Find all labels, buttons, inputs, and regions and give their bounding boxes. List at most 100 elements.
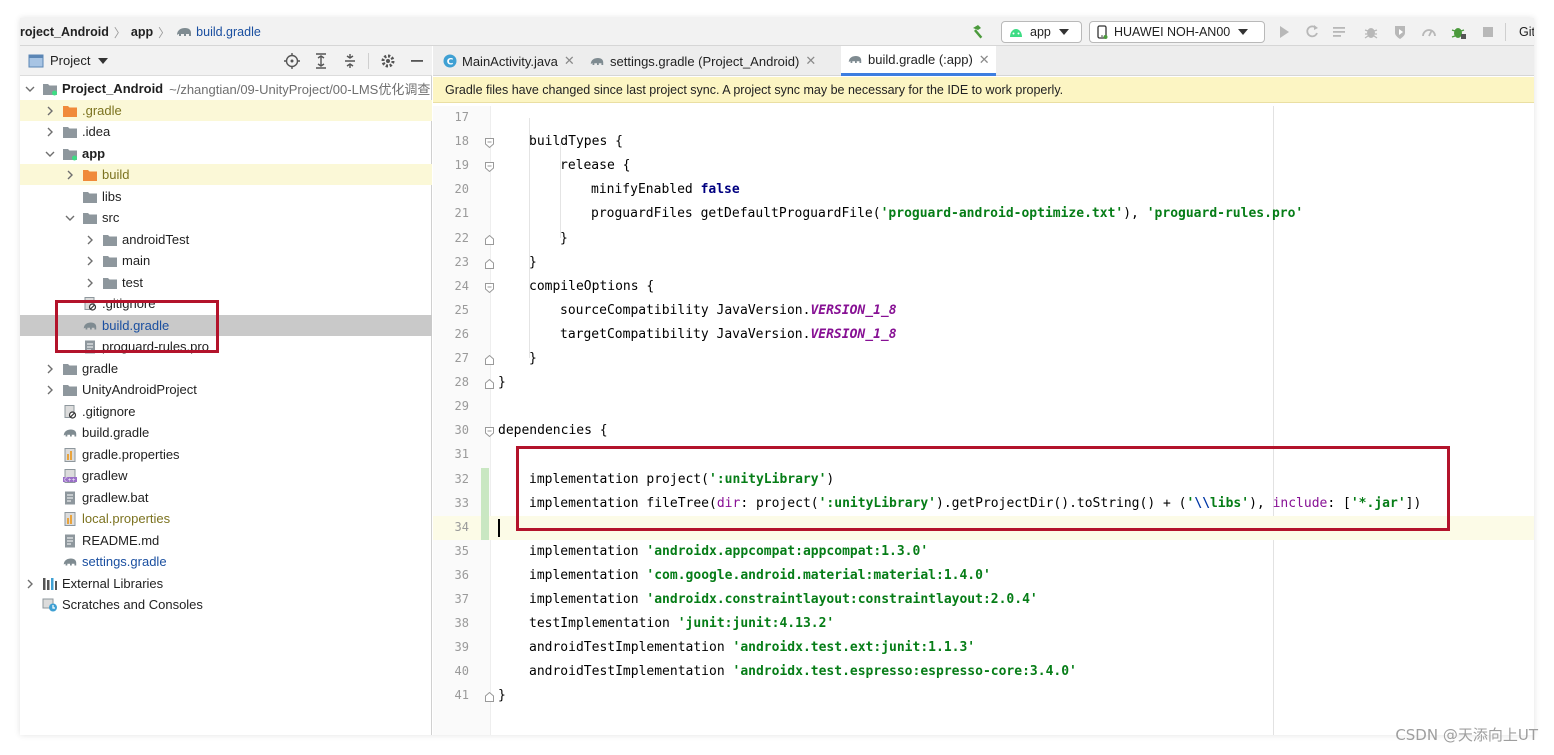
project-view-selector[interactable]: Project <box>28 53 109 68</box>
code-line[interactable]: 28} <box>433 371 1534 395</box>
change-marker[interactable] <box>481 468 489 492</box>
chevron-down-icon[interactable] <box>64 212 76 224</box>
chevron-right-icon[interactable] <box>84 234 96 246</box>
fold-end-icon[interactable] <box>485 234 494 245</box>
tree-item-external-libraries[interactable]: External Libraries <box>20 573 432 594</box>
tree-item-build[interactable]: build <box>20 164 432 185</box>
tree-item-gradlew-bat[interactable]: gradlew.bat <box>20 487 432 508</box>
tree-item-settings-gradle[interactable]: settings.gradle <box>20 551 432 572</box>
collapse-all-icon[interactable] <box>342 53 358 69</box>
chevron-down-icon[interactable] <box>44 148 56 160</box>
expand-all-icon[interactable] <box>313 53 329 69</box>
device-dropdown[interactable]: HUAWEI NOH-AN00 <box>1089 21 1265 43</box>
code-line[interactable]: 41} <box>433 684 1534 708</box>
fold-collapse-icon[interactable] <box>485 137 494 149</box>
chevron-right-icon[interactable] <box>84 277 96 289</box>
chevron-right-icon[interactable] <box>44 363 56 375</box>
code-line[interactable]: 34 <box>433 516 1534 540</box>
fold-end-icon[interactable] <box>485 691 494 702</box>
tree-item-src[interactable]: src <box>20 207 432 228</box>
chevron-right-icon[interactable] <box>44 126 56 138</box>
tree-item-androidtest[interactable]: androidTest <box>20 229 432 250</box>
apply-code-changes-icon[interactable] <box>1332 24 1348 40</box>
tree-item-project-android[interactable]: Project_Android~/zhangtian/09-UnityProje… <box>20 78 432 99</box>
gear-icon[interactable] <box>380 53 396 69</box>
tree-item-build-gradle[interactable]: build.gradle <box>20 315 432 336</box>
close-icon[interactable]: ✕ <box>978 51 990 67</box>
code-line[interactable]: 27} <box>433 347 1534 371</box>
code-line[interactable]: 31 <box>433 443 1534 467</box>
apply-changes-restart-icon[interactable] <box>1304 24 1320 40</box>
chevron-right-icon[interactable] <box>44 384 56 396</box>
tree-item-libs[interactable]: libs <box>20 186 432 207</box>
tree-item-test[interactable]: test <box>20 272 432 293</box>
run-with-coverage-icon[interactable] <box>1392 24 1408 40</box>
tree-item-unityandroidproject[interactable]: UnityAndroidProject <box>20 379 432 400</box>
tree-item-gradlew[interactable]: C++gradlew <box>20 465 432 486</box>
locate-target-icon[interactable] <box>284 53 300 69</box>
tree-item-readme-md[interactable]: README.md <box>20 530 432 551</box>
close-icon[interactable]: ✕ <box>563 53 575 68</box>
chevron-down-icon[interactable] <box>24 83 36 95</box>
tab-settings-gradle[interactable]: settings.gradle (Project_Android) ✕ <box>583 46 822 76</box>
breadcrumb-project[interactable]: roject_Android <box>20 25 109 39</box>
code-line[interactable]: 22} <box>433 227 1534 251</box>
fold-end-icon[interactable] <box>485 258 494 269</box>
fold-collapse-icon[interactable] <box>485 161 494 173</box>
fold-end-icon[interactable] <box>485 378 494 389</box>
tree-item-proguard-rules-pro[interactable]: proguard-rules.pro <box>20 336 432 357</box>
profiler-gauge-icon[interactable] <box>1421 24 1437 40</box>
build-hammer-icon[interactable] <box>970 24 986 40</box>
debug-bug-icon[interactable] <box>1363 24 1379 40</box>
close-icon[interactable]: ✕ <box>805 53 817 68</box>
tree-item-app[interactable]: app <box>20 143 432 164</box>
tree-item-build-gradle[interactable]: build.gradle <box>20 422 432 443</box>
chevron-right-icon[interactable] <box>64 169 76 181</box>
breadcrumb-module[interactable]: app <box>130 25 154 39</box>
tree-item-gitignore[interactable]: .gitignore <box>20 401 432 422</box>
vcs-menu[interactable]: Git <box>1519 25 1534 39</box>
tree-item-idea[interactable]: .idea <box>20 121 432 142</box>
tree-item-gradle[interactable]: gradle <box>20 358 432 379</box>
tree-item-gradle[interactable]: .gradle <box>20 100 432 121</box>
attach-debugger-icon[interactable] <box>1451 24 1467 40</box>
tree-item-gradle-properties[interactable]: gradle.properties <box>20 444 432 465</box>
hide-minimize-icon[interactable] <box>410 53 424 69</box>
fold-collapse-icon[interactable] <box>485 282 494 294</box>
change-marker[interactable] <box>481 492 489 516</box>
chevron-right-icon[interactable] <box>84 255 96 267</box>
chevron-right-icon[interactable] <box>44 105 56 117</box>
tab-mainactivity[interactable]: C MainActivity.java ✕ <box>437 46 581 76</box>
code-line[interactable]: 17 <box>433 106 1534 130</box>
run-icon[interactable] <box>1276 24 1292 40</box>
tab-build-gradle-app[interactable]: build.gradle (:app) ✕ <box>841 46 996 76</box>
tree-item-gitignore[interactable]: .gitignore <box>20 293 432 314</box>
code-line[interactable]: 29 <box>433 395 1534 419</box>
breadcrumb-file[interactable]: build.gradle <box>196 25 261 39</box>
tree-item-main[interactable]: main <box>20 250 432 271</box>
run-configuration-dropdown[interactable]: app <box>1001 21 1082 43</box>
fold-end-icon[interactable] <box>485 354 494 365</box>
change-marker[interactable] <box>481 516 489 540</box>
fold-collapse-icon[interactable] <box>485 426 494 438</box>
tree-item-scratches-and-consoles[interactable]: Scratches and Consoles <box>20 594 432 615</box>
stop-icon[interactable] <box>1480 24 1496 40</box>
chevron-right-icon[interactable] <box>24 578 36 590</box>
